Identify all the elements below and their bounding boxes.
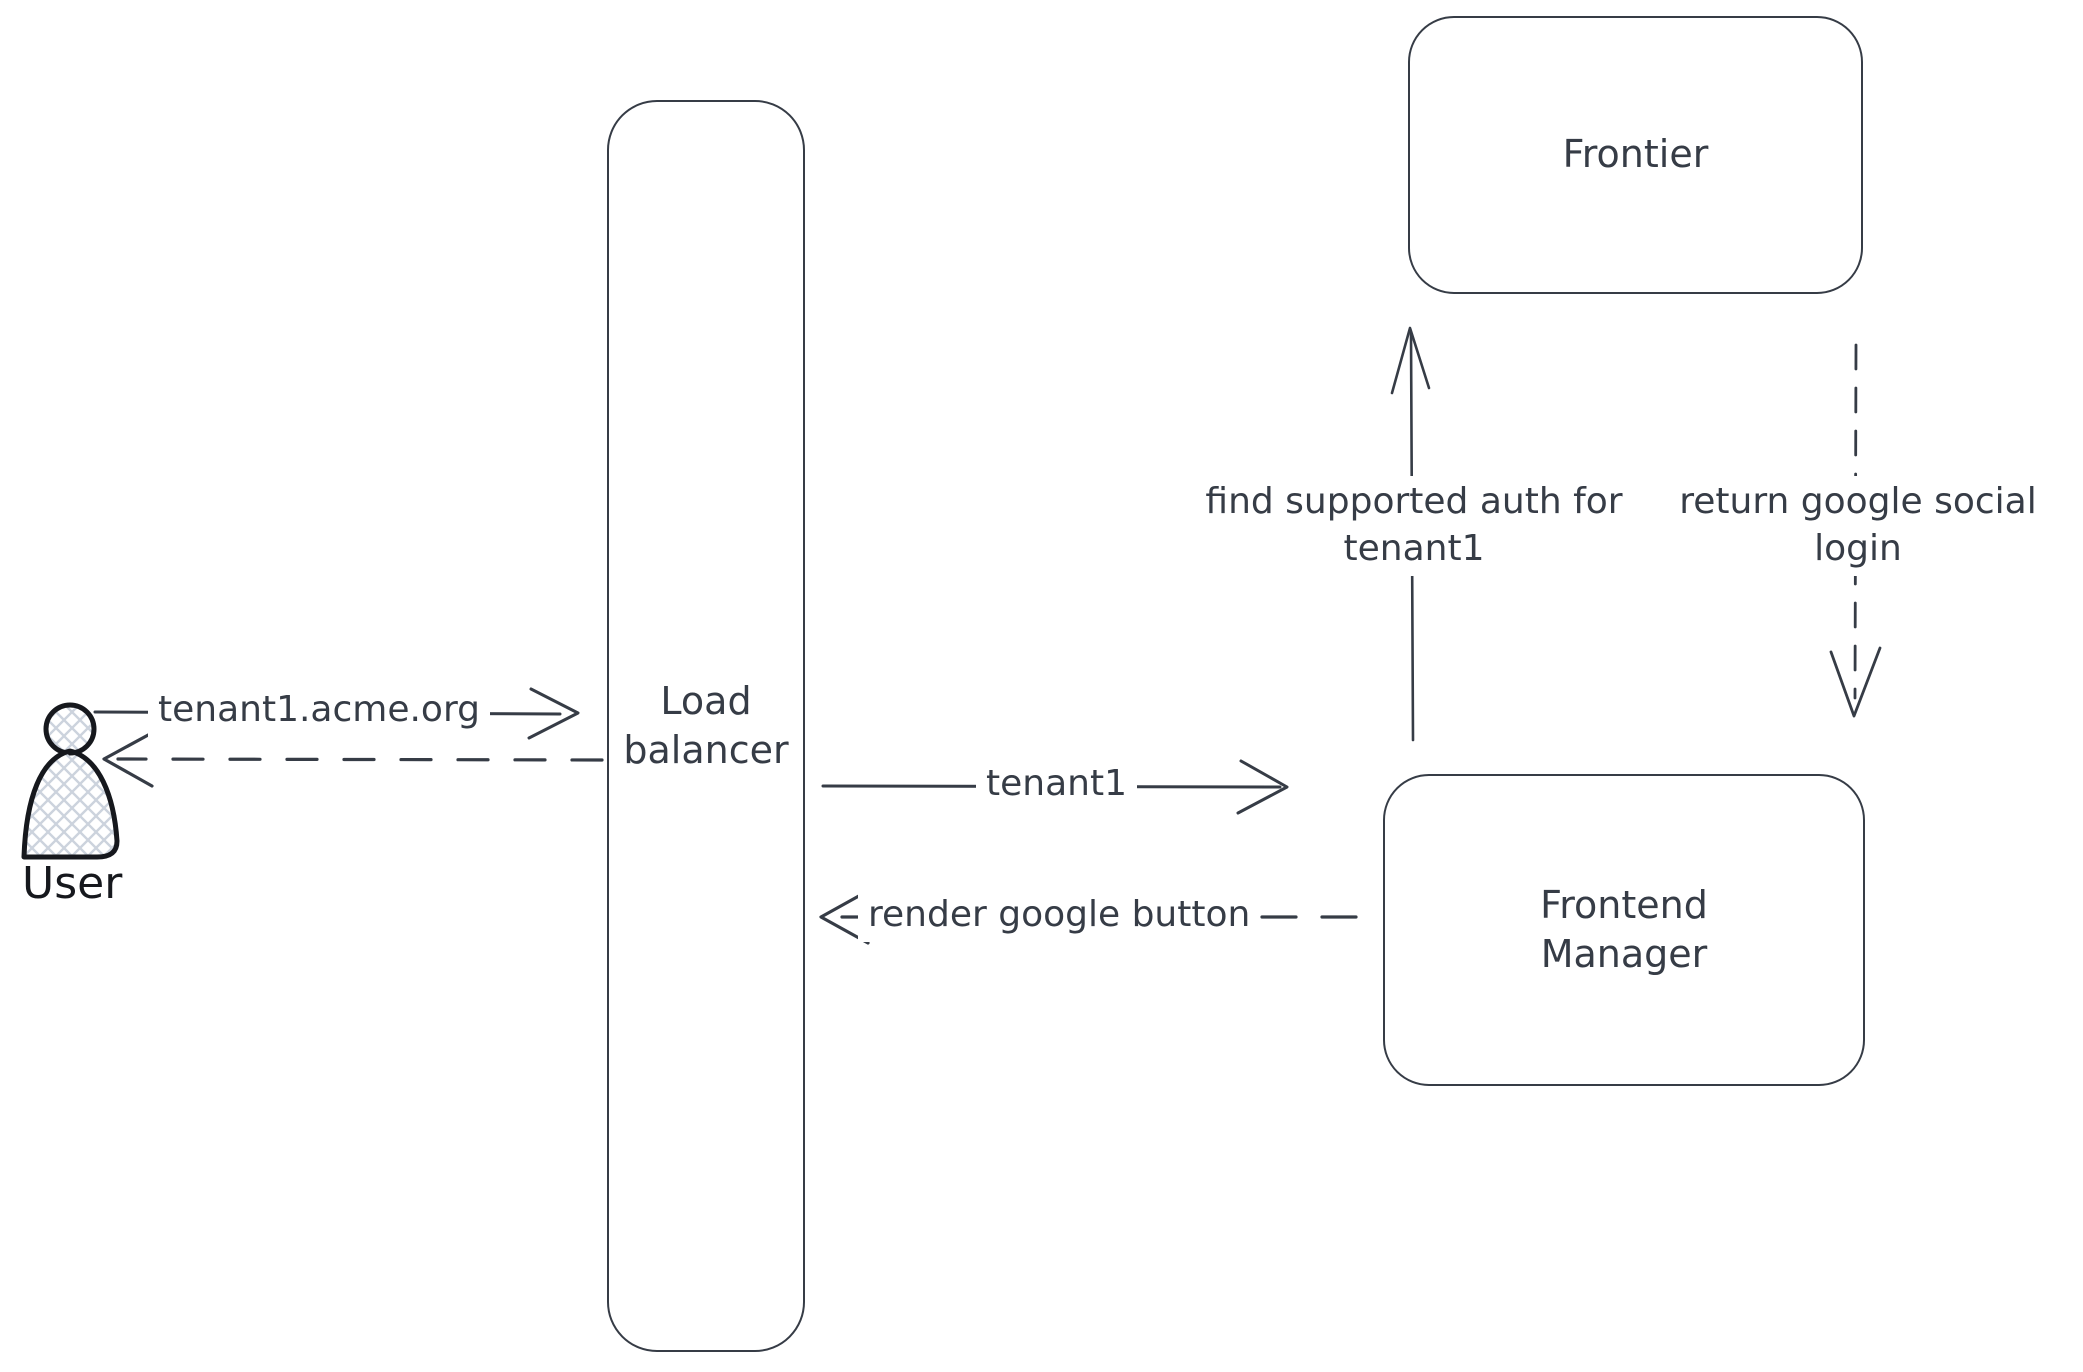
edge-label-fm-to-lb: render google button <box>858 889 1261 942</box>
user-icon <box>21 702 120 860</box>
edge-lb-to-user-arrow <box>102 732 604 788</box>
edge-label-user-to-lb: tenant1.acme.org <box>148 684 490 737</box>
arrowhead-down-icon <box>1829 646 1882 718</box>
arrowhead-right-icon <box>527 687 580 740</box>
node-frontier-label: Frontier <box>1562 132 1709 177</box>
edge-label-frontier-to-fm: return google social login <box>1630 476 2083 576</box>
arrowhead-left-icon <box>102 732 154 788</box>
arrowhead-up-icon <box>1390 326 1431 395</box>
node-load-balancer-label: Load balancer <box>623 678 789 772</box>
node-frontier: Frontier <box>1408 16 1863 294</box>
edge-label-fm-to-frontier: find supported auth for tenant1 <box>1186 476 1642 576</box>
node-frontend-manager-label: Frontend Manager <box>1540 882 1708 976</box>
node-frontend-manager: Frontend Manager <box>1383 774 1865 1086</box>
arrowhead-left-icon <box>819 890 870 945</box>
arrowhead-right-icon <box>1236 759 1289 815</box>
edge-label-lb-to-fm: tenant1 <box>976 758 1137 811</box>
user-label: User <box>22 858 123 909</box>
node-load-balancer: Load balancer <box>607 100 805 1352</box>
